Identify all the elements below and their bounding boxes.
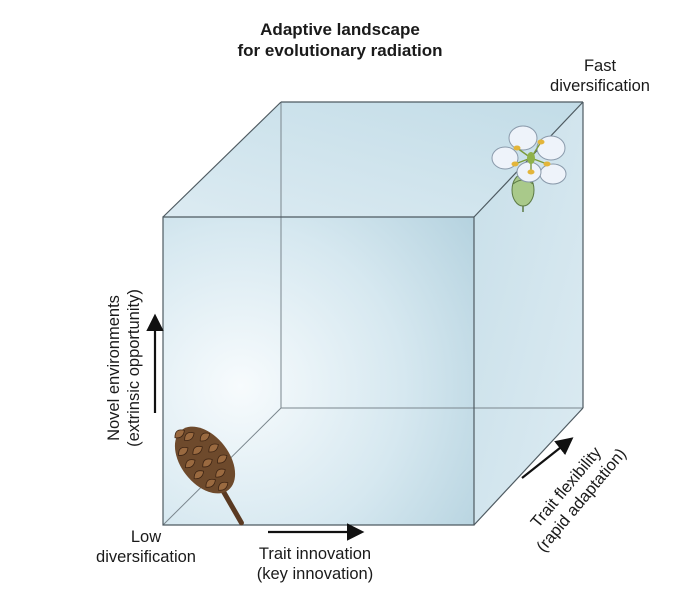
x-axis-label-line-1: Trait innovation [258, 545, 372, 563]
y-axis-label: Novel environments (extrinsic opportunit… [104, 289, 144, 447]
fast-label-line-1: Fast [583, 57, 617, 75]
fast-label-line-2: diversification [550, 77, 650, 96]
cube-front-edges [162, 101, 584, 526]
x-axis-label-line-2: (key innovation) [256, 565, 374, 584]
flower-icon [491, 125, 567, 212]
title-line-1: Adaptive landscape [260, 20, 420, 39]
fast-diversification-label: Fast diversification [530, 56, 670, 96]
cube-right-face [474, 102, 583, 525]
pine-cone-icon [174, 426, 244, 526]
low-diversification-label: Low diversification [78, 527, 214, 567]
title-line-2: for evolutionary radiation [237, 40, 443, 60]
y-axis-label-line-2: (extrinsic opportunity) [125, 289, 143, 447]
z-axis-arrow [521, 437, 574, 479]
low-label-line-1: Low [130, 528, 162, 546]
diagram-title: Adaptive landscape for evolutionary radi… [200, 20, 480, 61]
cube-top-face [163, 102, 583, 217]
low-label-line-2: diversification [96, 548, 196, 567]
y-axis-label-line-1: Novel environments [104, 295, 123, 441]
x-axis-label: Trait innovation (key innovation) [235, 544, 395, 584]
